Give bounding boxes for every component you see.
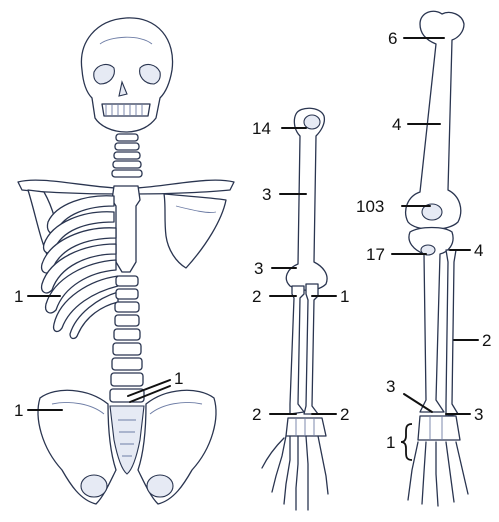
label-leg-knee: 103: [356, 197, 384, 216]
radius: [290, 286, 304, 414]
torso-skeleton: [18, 18, 234, 504]
label-arm-wrist-left: 2: [252, 405, 261, 424]
label-arm-radius-left: 2: [252, 287, 261, 306]
femur: [406, 11, 464, 229]
label-leg-head: 6: [388, 29, 397, 48]
label-torso-pelvis: 1: [14, 401, 23, 420]
pelvis: [38, 390, 216, 504]
ulna: [304, 284, 318, 414]
humerus: [286, 108, 327, 290]
foot: [408, 416, 468, 506]
label-arm-ulna-right: 1: [340, 287, 349, 306]
label-torso-spine: 1: [174, 369, 183, 388]
arm-bones: [262, 108, 328, 510]
rib-cage: [42, 196, 118, 339]
skull: [81, 18, 172, 132]
label-leg-fibula-top: 4: [474, 241, 483, 260]
label-leg-femur: 4: [392, 115, 401, 134]
fibula: [446, 250, 458, 416]
label-arm-elbow: 3: [254, 259, 263, 278]
label-arm-top: 14: [252, 119, 271, 138]
label-leg-ankle-right: 3: [474, 405, 483, 424]
leg-bones: [406, 11, 468, 506]
label-leg-ankle-left: 3: [386, 377, 395, 396]
cervical-vertebrae: [112, 134, 142, 177]
label-leg-fibula-mid: 2: [482, 331, 491, 350]
label-torso-ribs: 1: [14, 287, 23, 306]
label-leg-tarsal-brace: 1: [386, 433, 395, 452]
label-arm-humerus: 3: [262, 185, 271, 204]
hand: [262, 418, 328, 510]
label-arm-wrist-right: 2: [340, 405, 349, 424]
label-leg-tibia-top: 17: [366, 245, 385, 264]
